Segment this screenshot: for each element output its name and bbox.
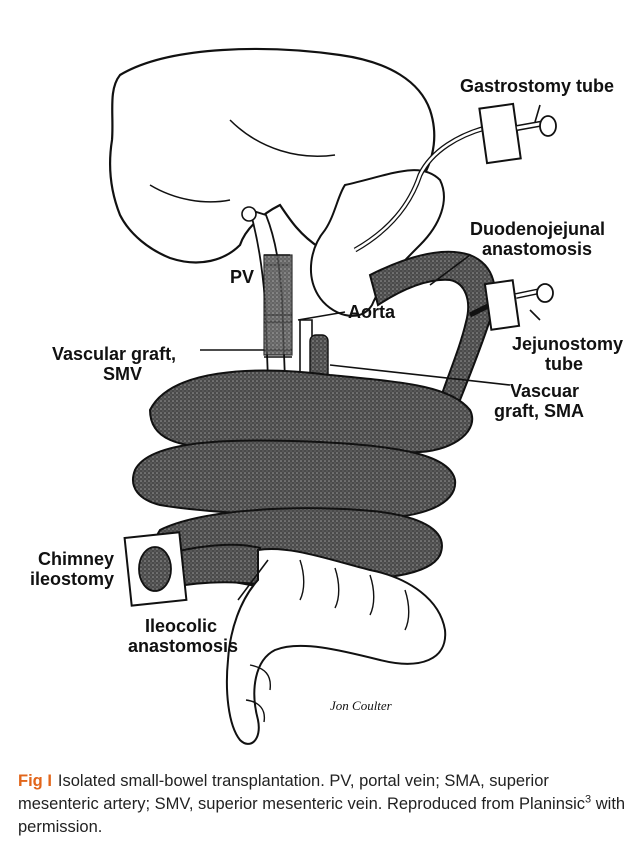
liver-contour [229,119,336,157]
portal-vein-stump [241,206,257,222]
gastrostomy-tube-port [478,102,522,165]
smv-graft [263,254,293,356]
label-jejunostomy-tube: tube [545,354,583,374]
label-ileocolic: Ileocolic [145,616,217,636]
label-duodenojejunal: Duodenojejunal [470,219,605,239]
label-anastomosis: anastomosis [482,239,592,259]
figure-number: Fig I [18,772,52,790]
label-vascular-graft: Vascular graft, [52,344,176,364]
gastrostomy-tube-cap [539,115,557,137]
colon [225,548,447,745]
label-gastrostomy-tube: Gastrostomy tube [460,76,614,96]
duodenojejunal-segment [368,250,496,401]
colon-haustra [245,559,410,723]
label-aorta: Aorta [348,302,396,322]
label-graft-sma: graft, SMA [494,401,584,421]
liver-contour [149,184,231,203]
stomach [310,169,445,317]
label-ileostomy: ileostomy [30,569,114,589]
artist-signature: Jon Coulter [330,698,393,713]
caption-reference: 3 [585,793,592,806]
label-chimney: Chimney [38,549,114,569]
jejunostomy-tube-cap [536,283,554,303]
label-smv: SMV [103,364,142,384]
label-pv: PV [230,267,254,287]
transplant-illustration: Gastrostomy tube Duodenojejunal anastomo… [30,47,623,745]
label-jejunostomy: Jejunostomy [512,334,623,354]
caption-text: Isolated small-bowel transplantation. PV… [18,772,586,813]
leader-lines [200,104,541,601]
label-ileocolic-anastomosis: anastomosis [128,636,238,656]
jejunostomy-tube-port [483,279,521,331]
label-vascuar: Vascuar [510,381,579,401]
caption-suffix: with permission. [18,795,626,836]
